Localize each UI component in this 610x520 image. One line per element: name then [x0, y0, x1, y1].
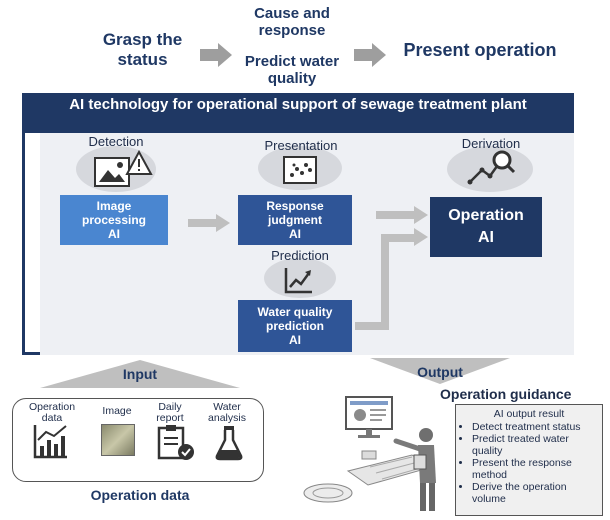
image-box-line2: processing — [81, 213, 147, 227]
arrow-response-to-operation — [376, 206, 428, 224]
detection-label: Detection — [88, 134, 144, 149]
flow-step-present: Present operation — [390, 40, 570, 61]
input-label: Input — [122, 366, 158, 382]
water-box-line2: prediction — [265, 319, 324, 333]
response-box-line2: judgment — [268, 213, 322, 227]
response-box-line3: AI — [289, 227, 301, 241]
input-sources-box — [12, 398, 264, 482]
derivation-label: Derivation — [461, 136, 521, 151]
water-quality-prediction-ai-box: Water quality prediction AI — [238, 300, 352, 352]
ai-output-result-list: Detect treatment status Predict treated … — [456, 421, 602, 505]
input-arrow — [40, 360, 240, 388]
water-box-line3: AI — [289, 333, 301, 347]
response-box-line1: Response — [266, 199, 324, 213]
input-item-image: Image — [102, 405, 132, 417]
magnifier-trend-icon — [467, 150, 516, 185]
flask-icon — [215, 426, 243, 461]
response-judgment-ai-box: Response judgment AI — [238, 195, 352, 245]
operation-box-line2: AI — [478, 229, 494, 246]
input-item-daily-report: Daily report — [156, 401, 184, 424]
flow-step-present-text: Present operation — [403, 40, 557, 60]
input-item-water-analysis: Water analysis — [208, 401, 246, 424]
result-item-predict: Predict treated water quality — [472, 433, 602, 457]
flow-step-predict-text: Predict water quality — [244, 53, 340, 88]
flow-arrow-1 — [200, 43, 232, 67]
panel-title: AI technology for operational support of… — [22, 93, 574, 133]
flow-step-cause-text: Cause and response — [254, 5, 330, 40]
ai-output-result-title: AI output result — [493, 408, 565, 420]
panel-title-text: AI technology for operational support of… — [69, 96, 527, 113]
photo-icon — [101, 424, 135, 456]
chart-icon — [33, 425, 67, 459]
input-item-operation-data: Operation data — [28, 401, 76, 424]
prediction-label: Prediction — [271, 248, 329, 263]
operation-data-caption: Operation data — [90, 487, 190, 503]
operation-guidance-title: Operation guidance — [440, 386, 572, 402]
output-label: Output — [417, 364, 463, 380]
image-processing-ai-box: Image processing AI — [60, 195, 168, 245]
result-item-detect: Detect treatment status — [472, 421, 602, 433]
image-box-line3: AI — [108, 227, 120, 241]
flow-step-predict: Predict water quality — [232, 53, 352, 88]
flow-step-cause: Cause and response — [232, 5, 352, 40]
arrow-image-to-response — [188, 214, 230, 232]
image-box-line1: Image — [96, 199, 132, 213]
scatter-screen-icon — [283, 156, 317, 184]
presentation-label: Presentation — [264, 138, 338, 153]
water-box-line1: Water quality — [257, 305, 333, 319]
operation-ai-box: Operation AI — [430, 197, 542, 257]
trend-up-icon — [284, 268, 312, 294]
operator-illustration — [303, 396, 436, 511]
ai-output-result-box: AI output result Detect treatment status… — [455, 404, 603, 516]
flow-step-grasp-text: Grasp the status — [102, 30, 183, 69]
clipboard-check-icon — [157, 425, 194, 460]
result-item-present: Present the response method — [472, 457, 602, 481]
output-arrow — [370, 358, 510, 384]
operation-box-line1: Operation — [448, 207, 524, 224]
arrow-prediction-to-operation — [355, 228, 428, 330]
flow-arrow-2 — [354, 43, 386, 67]
result-item-derive: Derive the operation volume — [472, 481, 602, 505]
flow-step-grasp: Grasp the status — [95, 30, 190, 69]
derivation-ellipse — [447, 146, 533, 192]
photo-warning-icon — [94, 150, 153, 187]
